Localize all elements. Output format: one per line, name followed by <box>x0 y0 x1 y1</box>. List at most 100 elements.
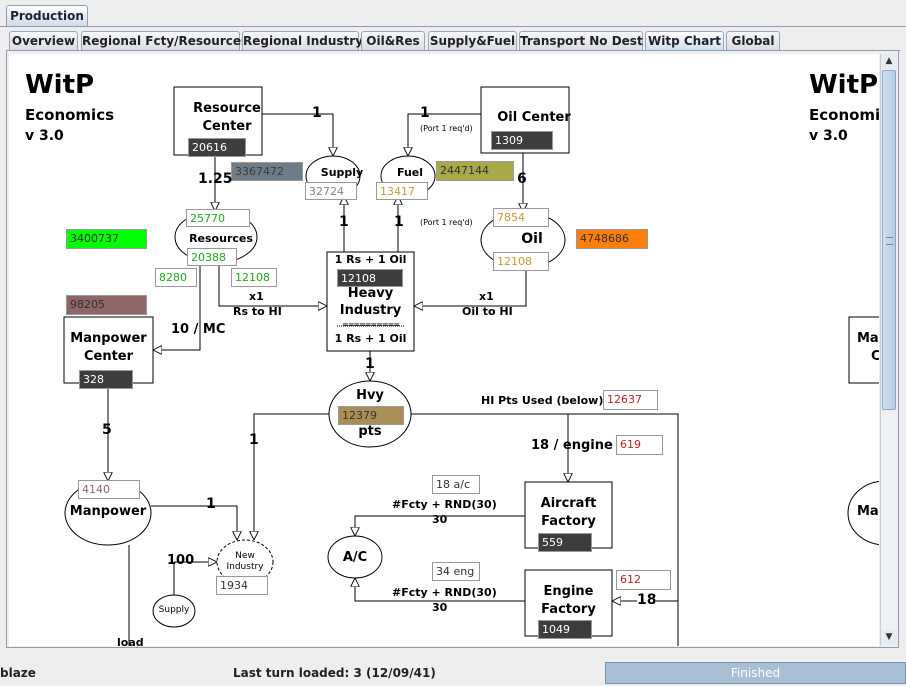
manpower-value: 4140 <box>78 480 140 499</box>
tab-global[interactable]: Global <box>726 31 780 50</box>
resource-center-label: Resource <box>193 101 261 116</box>
manpower-node-right <box>847 480 879 546</box>
supply-value: 32724 <box>305 182 357 200</box>
resources-right-value: 12108 <box>231 268 277 287</box>
chart-subtitle: Economics <box>25 106 115 124</box>
ratio-label-manpower: 5 <box>102 422 112 438</box>
heavy-industry-label: Heavy <box>347 286 394 301</box>
heavy-industry-separator: ========== <box>341 320 400 329</box>
manpower-total-value: 98205 <box>66 295 147 315</box>
resources-mid-value: 20388 <box>187 248 237 266</box>
chart-version-right: v 3.0 <box>809 128 848 144</box>
engine-formula-label: #Fcty + RND(30) <box>392 586 497 599</box>
chart-title: WitP <box>25 70 95 100</box>
tab-transport-no-dest[interactable]: Transport No Dest <box>519 31 643 50</box>
ratio-label-new-industry-manpower: 1 <box>206 496 216 512</box>
chart-version: v 3.0 <box>25 128 64 144</box>
aircraft-factory-label: Aircraft <box>540 496 597 511</box>
load-label: load <box>117 636 144 646</box>
new-industry-label2: Industry <box>226 562 264 572</box>
ratio-label-hvy: 1 <box>365 356 375 372</box>
fuel-value: 13417 <box>376 182 428 200</box>
scroll-up-icon[interactable]: ▲ <box>881 54 897 69</box>
manpower-center-label2-right: C <box>871 349 879 364</box>
ratio-label-supply-new-industry: 100 <box>167 553 195 568</box>
new-industry-node <box>216 539 274 585</box>
tab-divider <box>0 26 906 27</box>
resources-label: Resources <box>189 232 253 245</box>
heavy-industry-input-label: 1 Rs + 1 Oil <box>334 253 407 266</box>
aircraft-factory-value: 559 <box>538 533 592 552</box>
manpower-center-value: 328 <box>79 370 133 389</box>
progress-bar: Finished <box>605 662 906 684</box>
chart-title-right: WitP <box>809 70 879 100</box>
tab-oil-res[interactable]: Oil&Res <box>361 31 425 50</box>
hi-pts-used-value: 12637 <box>603 390 658 410</box>
tab-regional-fcty-resources[interactable]: Regional Fcty/Resources <box>81 31 248 50</box>
ratio-label-new-industry-hvy: 1 <box>249 432 259 448</box>
tab-overview[interactable]: Overview <box>9 31 78 50</box>
ac-label: A/C <box>342 550 368 565</box>
supply-small-label: Supply <box>158 605 190 615</box>
vertical-scrollbar[interactable]: ▲ ▼ <box>880 54 897 646</box>
tab-regional-industry[interactable]: Regional Industry <box>242 31 363 50</box>
per-engine-label: 18 / engine <box>531 438 613 453</box>
ratio-label-supply: 1 <box>312 105 322 121</box>
ratio-label-resources: 1.25 <box>198 171 233 187</box>
aircraft-formula-divisor: 30 <box>432 513 448 526</box>
oil-multiplier-label: x1 <box>479 290 494 303</box>
heavy-industry-label2: Industry <box>339 303 402 318</box>
fuel-total-value: 2447144 <box>436 161 514 181</box>
engine-factory-label2: Factory <box>541 602 596 617</box>
last-turn-loaded-text: Last turn loaded: 3 (12/09/41) <box>233 666 436 680</box>
aircraft-per-turn-value: 18 a/c <box>432 475 480 494</box>
new-industry-value: 1934 <box>216 576 268 595</box>
hvy-label: Hvy <box>356 388 384 403</box>
ratio-label-oil: 6 <box>517 171 527 187</box>
engine-factory-hi-value: 612 <box>616 570 671 590</box>
tab-supply-fuel[interactable]: Supply&Fuel <box>428 31 517 50</box>
heavy-industry-box <box>326 251 415 352</box>
oil-top-value: 7854 <box>493 208 549 227</box>
supply-label: Supply <box>320 166 364 179</box>
status-user-text: blaze <box>0 666 36 680</box>
resources-total-value: 3400737 <box>66 229 147 249</box>
oil-to-hi-label: Oil to HI <box>462 305 513 318</box>
oil-label: Oil <box>521 231 543 247</box>
ratio-label-hi-fuel: 1 <box>394 214 404 230</box>
port-requirement-label: (Port 1 req'd) <box>420 124 473 133</box>
tab-production[interactable]: Production <box>6 5 88 26</box>
heavy-industry-value: 12108 <box>337 269 403 287</box>
oil-total-value: 4748686 <box>576 229 648 249</box>
oil-center-label: Oil Center <box>497 110 571 125</box>
new-industry-label: New <box>235 551 255 561</box>
tab-witp-chart[interactable]: Witp Chart <box>645 31 724 50</box>
engines-per-turn-value: 34 eng <box>432 562 480 581</box>
manpower-center-box-right <box>848 316 879 384</box>
engine-factory-label: Engine <box>543 584 594 599</box>
ratio-label-fuel: 1 <box>420 105 430 121</box>
progress-text: Finished <box>730 666 781 680</box>
scroll-down-icon[interactable]: ▼ <box>881 630 897 645</box>
aircraft-factory-label2: Factory <box>541 514 596 529</box>
scroll-thumb[interactable] <box>882 70 896 410</box>
pts-label: pts <box>358 424 382 439</box>
rs-multiplier-label: x1 <box>249 290 264 303</box>
manpower-center-label: Manpower <box>70 331 147 346</box>
grip-icon <box>886 237 893 245</box>
oil-bottom-value: 12108 <box>493 252 549 271</box>
engine-formula-divisor: 30 <box>432 601 448 614</box>
resource-center-label2: Center <box>202 119 252 134</box>
oil-center-value: 1309 <box>491 131 553 150</box>
fuel-label: Fuel <box>396 166 424 179</box>
rs-to-hi-label: Rs to HI <box>233 305 282 318</box>
hi-pts-used-label: HI Pts Used (below) <box>481 394 604 407</box>
chart-subtitle-right: Economi <box>809 106 879 124</box>
resource-center-value: 20616 <box>188 138 246 157</box>
tab-strip-divider <box>6 50 900 51</box>
hvy-pts-value: 12379 <box>338 406 404 425</box>
manpower-label-right: Man <box>857 504 879 519</box>
manpower-center-label-right: Man <box>857 331 879 346</box>
manpower-label: Manpower <box>69 504 147 519</box>
port-requirement-label2: (Port 1 req'd) <box>420 218 473 227</box>
